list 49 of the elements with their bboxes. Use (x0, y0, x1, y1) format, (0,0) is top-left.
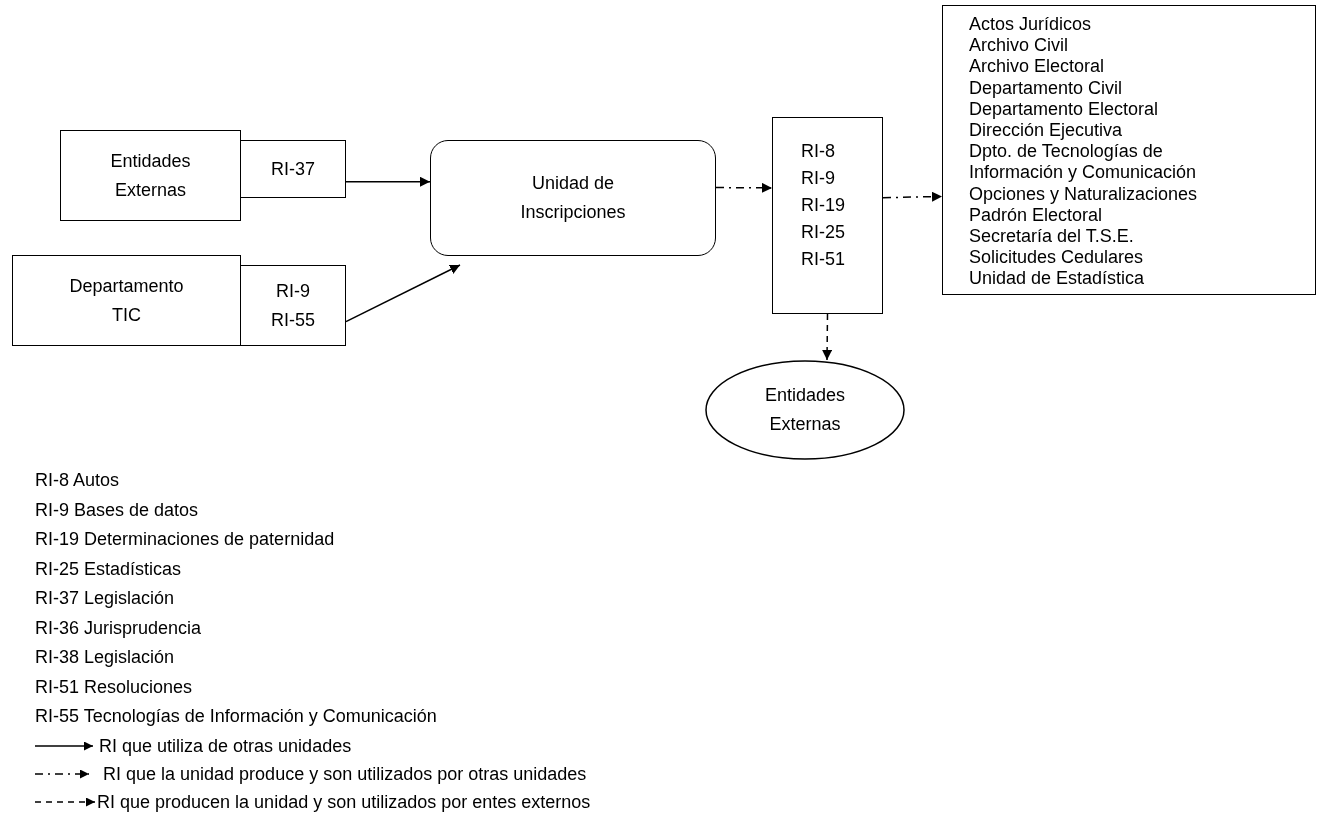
node-text: Padrón Electoral (969, 204, 1104, 227)
node-text: Unidad de Inscripciones (519, 172, 627, 224)
legend-text: RI que producen la unidad y son utilizados por entes externos (97, 790, 591, 814)
code-description: RI-55 Tecnologías de Información y Comunicación (35, 705, 438, 728)
node-text: Secretaría del T.S.E. (969, 226, 1135, 248)
arrow (715, 182, 773, 193)
node-text: Archivo Civil (969, 35, 1070, 57)
node-text: Departamento Civil (969, 77, 1124, 99)
node-text: Dirección Ejecutiva (969, 120, 1124, 142)
node-text: Unidad de Estadística (969, 268, 1146, 290)
code-description: RI-37 Legislación (35, 587, 176, 610)
ellipse-node (705, 360, 905, 460)
node-text: Actos Jurídicos (969, 14, 1093, 36)
legend-text: RI que utiliza de otras unidades (99, 734, 352, 758)
arrow (345, 264, 461, 323)
node-text: RI-9 (276, 279, 310, 303)
process-box (942, 5, 1316, 295)
code-description: RI-19 Determinaciones de paternidad (35, 528, 336, 551)
node-text: Archivo Electoral (969, 56, 1106, 78)
node-text: RI-51 (801, 248, 845, 271)
arrow (345, 176, 431, 187)
code-description: RI-9 Bases de datos (35, 498, 200, 522)
process-box (772, 117, 883, 314)
arrow (822, 313, 833, 361)
code-description: RI-36 Jurisprudencia (35, 616, 203, 640)
code-description: RI-25 Estadísticas (35, 557, 183, 581)
node-text: RI-25 (801, 221, 845, 244)
node-text: RI-9 (801, 167, 835, 190)
node-text: Departamento TIC (68, 274, 185, 327)
process-box (60, 130, 241, 221)
node-text: Opciones y Naturalizaciones (969, 183, 1199, 205)
process-box (240, 140, 346, 198)
node-text: Solicitudes Cedulares (969, 247, 1145, 269)
node-text: Departamento Electoral (969, 98, 1160, 120)
process-box (240, 265, 346, 346)
rounded-process-box (430, 140, 716, 256)
node-text: RI-8 (801, 140, 835, 163)
code-description: RI-8 Autos (35, 469, 121, 492)
node-text: RI-55 (271, 308, 315, 332)
node-text: RI-37 (271, 157, 315, 181)
code-description: RI-38 Legislación (35, 646, 176, 669)
process-box (12, 255, 241, 346)
arrow (882, 191, 943, 202)
node-text: Dpto. de Tecnologías de Información y Comunicación (969, 141, 1198, 184)
code-description: RI-51 Resoluciones (35, 675, 194, 699)
legend-text: RI que la unidad produce y son utilizados por otras unidades (103, 762, 587, 786)
node-text: Entidades Externas (763, 384, 847, 436)
node-text: Entidades Externas (109, 149, 192, 202)
node-text: RI-19 (801, 194, 845, 217)
